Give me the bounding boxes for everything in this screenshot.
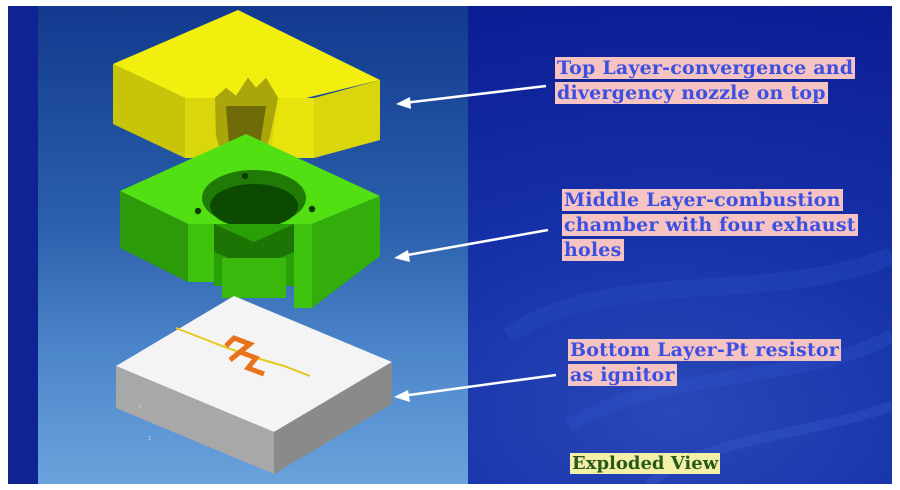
exploded-view-diagram: x z xyxy=(113,10,557,474)
middle-layer-block xyxy=(120,134,380,308)
callout-top-line-2: divergency nozzle on top xyxy=(555,82,828,104)
callout-middle-line-1: Middle Layer-combustion xyxy=(562,189,843,211)
callout-top-layer: Top Layer-convergence and divergency noz… xyxy=(555,56,885,106)
callout-middle-line-2: chamber with four exhaust xyxy=(562,214,858,236)
arrow-middle xyxy=(394,228,549,262)
exhaust-hole xyxy=(194,207,202,215)
top-layer-block xyxy=(113,10,380,158)
callout-top-line-1: Top Layer-convergence and xyxy=(555,57,856,79)
bottom-layer-block: x z xyxy=(116,296,392,474)
callout-middle-line-3: holes xyxy=(562,239,624,261)
axis-mark: z xyxy=(148,435,151,442)
exhaust-hole xyxy=(308,205,316,213)
arrow-bottom xyxy=(394,373,557,402)
caption-text: Exploded View xyxy=(570,453,721,474)
diagram-caption: Exploded View xyxy=(570,453,721,474)
callout-middle-layer: Middle Layer-combustion chamber with fou… xyxy=(562,188,892,263)
callout-bottom-layer: Bottom Layer-Pt resistor as ignitor xyxy=(568,338,888,388)
callout-bottom-line-2: as ignitor xyxy=(568,364,677,386)
exhaust-hole xyxy=(241,172,249,180)
slide: x z Top Layer-convergence and divergency… xyxy=(8,6,892,484)
arrow-top xyxy=(396,84,547,109)
axis-mark: x xyxy=(138,403,142,410)
callout-bottom-line-1: Bottom Layer-Pt resistor xyxy=(568,339,842,361)
left-edge-strip xyxy=(8,6,38,484)
pt-resistor xyxy=(224,335,265,377)
